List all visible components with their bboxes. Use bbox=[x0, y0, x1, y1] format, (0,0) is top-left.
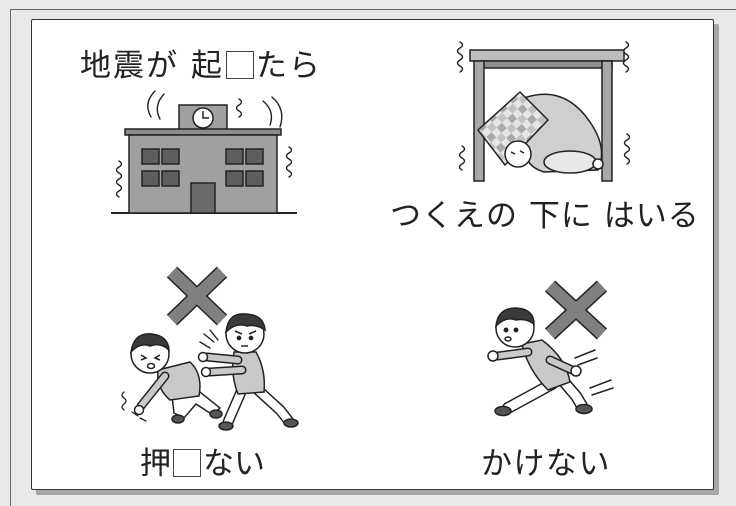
desk-top bbox=[469, 49, 625, 62]
safety-card bbox=[31, 19, 714, 490]
motion-lines bbox=[121, 391, 147, 422]
title-blank-box bbox=[225, 51, 254, 79]
running-child-icon bbox=[487, 280, 614, 417]
shaking-school-icon bbox=[111, 90, 297, 214]
clock-hands bbox=[202, 111, 209, 119]
shake-lines bbox=[456, 41, 631, 171]
pushing-child-shoe bbox=[218, 421, 234, 431]
under-desk-caption: つくえの 下に はいる bbox=[390, 198, 700, 234]
push-after-blank: ない bbox=[203, 446, 265, 482]
running-child-hair bbox=[495, 307, 535, 329]
running-child-shoe bbox=[575, 403, 593, 415]
cross-mark-icon bbox=[544, 280, 608, 340]
hide-under-desk-icon bbox=[456, 41, 631, 182]
child-face bbox=[504, 140, 532, 168]
protective-hood bbox=[476, 90, 550, 167]
child-eyes bbox=[510, 150, 525, 155]
cross-mark-icon bbox=[166, 266, 228, 326]
school-windows bbox=[141, 148, 264, 187]
speed-lines bbox=[574, 349, 614, 396]
desk bbox=[469, 49, 625, 182]
running-child-eye bbox=[513, 327, 519, 333]
child-hand bbox=[592, 158, 604, 170]
pushing-child bbox=[197, 313, 299, 431]
falling-child-hand bbox=[133, 404, 145, 416]
title-after-blank: たら bbox=[255, 48, 322, 84]
roof-ledge bbox=[124, 128, 282, 136]
desk-leg-right bbox=[601, 60, 613, 182]
pushing-children-icon bbox=[121, 266, 299, 431]
falling-child-shoe bbox=[171, 414, 185, 424]
pushing-child-hand bbox=[197, 351, 209, 363]
pushing-child-shoe bbox=[283, 418, 299, 428]
running-child bbox=[487, 307, 593, 417]
push-blank-box bbox=[173, 449, 201, 477]
falling-child-shoe bbox=[209, 409, 223, 419]
falling-child-eyes bbox=[140, 354, 161, 361]
school-building bbox=[124, 104, 282, 214]
desk-leg-left bbox=[473, 60, 485, 182]
pushing-child-eye bbox=[248, 335, 254, 341]
earthquake-title: 地震が 起たら bbox=[80, 51, 322, 82]
pushing-child-hand bbox=[200, 366, 212, 378]
pushing-child-brows bbox=[234, 330, 257, 335]
running-child-eye bbox=[503, 327, 509, 333]
impact-lines bbox=[199, 329, 219, 349]
push-before-blank: 押 bbox=[140, 446, 171, 482]
title-before-blank: 地震が 起 bbox=[80, 48, 224, 84]
running-child-shirt bbox=[521, 339, 571, 391]
school-door bbox=[190, 182, 216, 214]
outer-frame bbox=[10, 9, 736, 506]
running-child-mouth bbox=[504, 336, 512, 342]
no-running-caption: かけない bbox=[481, 446, 611, 482]
running-child-shoe bbox=[494, 405, 512, 417]
falling-child-mouth bbox=[146, 362, 156, 370]
crouching-child bbox=[476, 90, 604, 174]
child-legs bbox=[543, 150, 597, 174]
pushing-child-eye bbox=[236, 335, 242, 341]
no-pushing-caption: 押ない bbox=[140, 449, 265, 480]
running-child-fist bbox=[570, 365, 582, 377]
falling-child bbox=[129, 333, 223, 424]
running-child-fist bbox=[487, 350, 499, 362]
desk-drawer-band bbox=[481, 60, 613, 69]
shake-lines bbox=[115, 90, 293, 198]
pushing-child-hair bbox=[225, 313, 266, 335]
falling-child-hair bbox=[129, 333, 170, 355]
